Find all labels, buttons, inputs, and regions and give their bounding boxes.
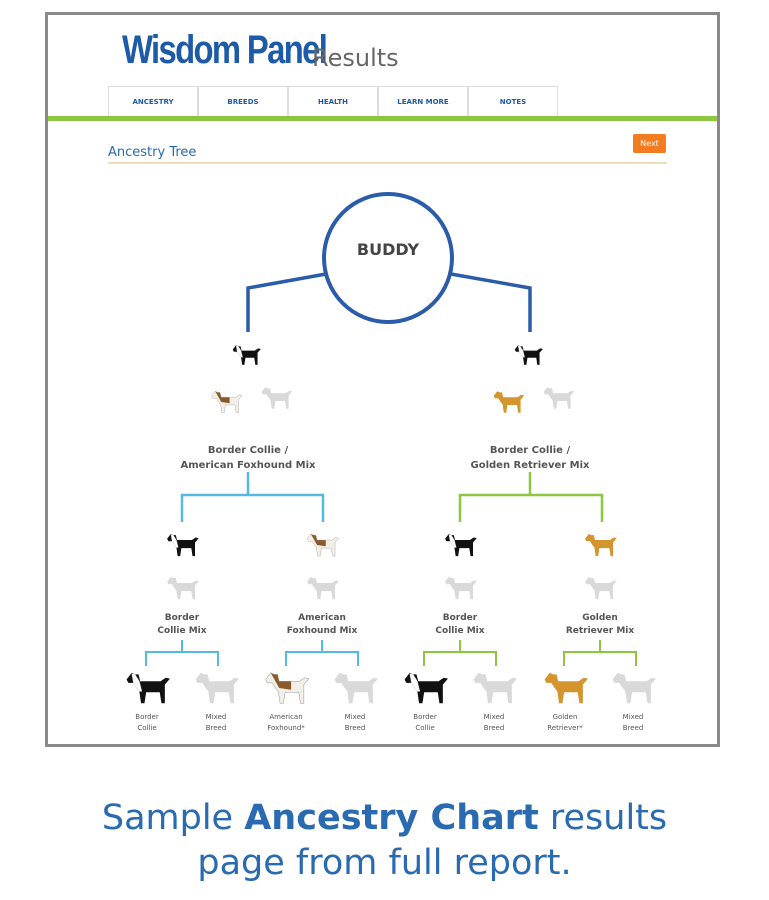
caption-bold: Ancestry Chart — [244, 798, 539, 838]
border-collie-icon — [404, 672, 448, 704]
tab-breeds[interactable]: BREEDS — [198, 86, 288, 116]
unknown-icon — [612, 672, 656, 704]
great-grandparent-label-line2: Breed — [205, 724, 227, 732]
grandparent-label-line2: Collie Mix — [435, 626, 485, 636]
great-grandparent-label-line1: Border — [413, 713, 437, 721]
unknown-icon — [473, 672, 517, 704]
header-title: Results — [312, 44, 399, 72]
unknown-icon — [167, 576, 199, 600]
unknown-icon — [195, 672, 239, 704]
parent-label-line2: Golden Retriever Mix — [470, 460, 590, 471]
grandparent-label-line2: Collie Mix — [157, 626, 207, 636]
great-grandparent-label-line2: Breed — [483, 724, 505, 732]
golden-retriever-icon — [544, 672, 588, 704]
border-collie-icon — [232, 345, 261, 365]
root-circle — [322, 192, 454, 324]
grandparent-label-line2: Foxhound Mix — [286, 626, 358, 636]
nav-divider — [48, 116, 717, 121]
great-grandparent-label-line1: American — [269, 713, 303, 721]
grandparent-label-line1: American — [298, 613, 346, 623]
tab-ancestry[interactable]: ANCESTRY — [108, 86, 198, 116]
great-grandparent-label-line2: Breed — [622, 724, 644, 732]
american-foxhound-icon — [211, 390, 243, 413]
border-collie-icon — [445, 533, 477, 557]
border-collie-icon — [167, 533, 199, 557]
great-grandparent-label-line1: Mixed — [344, 713, 366, 721]
grandparent-bracket — [563, 651, 637, 666]
grandparent-bracket — [285, 651, 359, 666]
great-grandparent-label-line2: Collie — [415, 724, 435, 732]
unknown-icon — [543, 387, 575, 409]
great-grandparent-label-line2: Retriever* — [547, 724, 583, 732]
parent-bracket — [458, 493, 604, 522]
great-grandparent-label-line2: Foxhound* — [267, 724, 305, 732]
grandparent-label-line2: Retriever Mix — [565, 626, 635, 636]
grandparent-label-line1: Border — [442, 613, 478, 623]
parent-bracket — [180, 493, 325, 522]
wisdom-panel-logo: Wisdom Panel — [122, 28, 328, 72]
great-grandparent-label-line2: Breed — [344, 724, 366, 732]
american-foxhound-icon — [265, 672, 310, 704]
root-line-left — [246, 272, 327, 332]
parent-label: Border Collie / Golden Retriever Mix — [471, 443, 590, 473]
unknown-icon — [307, 576, 339, 600]
parent-label-line1: Border Collie / — [489, 445, 571, 456]
report-screenshot-frame — [45, 12, 720, 747]
unknown-icon — [585, 576, 617, 600]
root-line-right — [450, 272, 532, 332]
golden-retriever-icon — [493, 391, 525, 413]
caption: Sample Ancestry Chart results page from … — [0, 796, 769, 886]
unknown-icon — [445, 576, 477, 600]
unknown-icon — [261, 387, 293, 409]
grandparent-label-line1: Border — [164, 613, 200, 623]
great-grandparent-label-line1: Golden — [552, 713, 578, 721]
border-collie-icon — [126, 672, 170, 704]
american-foxhound-icon — [306, 533, 340, 557]
caption-post: results — [538, 798, 668, 838]
grandparent-bracket — [145, 651, 219, 666]
nav-tabs: ANCESTRY BREEDS HEALTH LEARN MORE NOTES — [108, 86, 558, 116]
great-grandparent-label-line2: Collie — [137, 724, 157, 732]
parent-label: Border Collie / American Foxhound Mix — [180, 443, 315, 473]
grandparent-bracket — [423, 651, 497, 666]
golden-retriever-icon — [585, 533, 617, 557]
great-grandparent-label-line1: Mixed — [622, 713, 644, 721]
grandparent-label-line1: Golden — [582, 613, 618, 623]
great-grandparent-label-line1: Border — [135, 713, 159, 721]
tab-learn-more[interactable]: LEARN MORE — [378, 86, 468, 116]
title-underline — [108, 162, 667, 164]
unknown-icon — [334, 672, 378, 704]
parent-label-line1: Border Collie / — [207, 445, 289, 456]
border-collie-icon — [514, 345, 543, 365]
great-grandparent-label-line1: Mixed — [483, 713, 505, 721]
caption-line2: page from full report. — [197, 843, 572, 883]
next-button[interactable]: Next — [633, 134, 666, 153]
great-grandparent-label-line1: Mixed — [205, 713, 227, 721]
page-title: Ancestry Tree — [108, 145, 197, 160]
parent-label-line2: American Foxhound Mix — [180, 460, 316, 471]
tab-notes[interactable]: NOTES — [468, 86, 558, 116]
caption-pre: Sample — [101, 798, 245, 838]
tab-health[interactable]: HEALTH — [288, 86, 378, 116]
root-dog-name: BUDDY — [356, 240, 420, 259]
